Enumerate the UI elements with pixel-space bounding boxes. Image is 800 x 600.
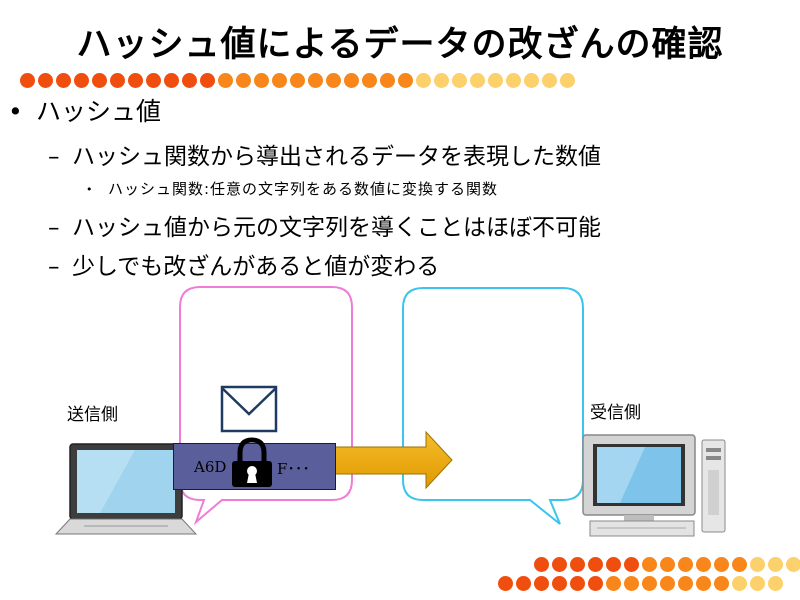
decorative-dot bbox=[768, 576, 783, 591]
decorative-dot bbox=[74, 73, 89, 88]
decorative-dot bbox=[488, 73, 503, 88]
decorative-dot bbox=[452, 73, 467, 88]
decorative-dot bbox=[218, 73, 233, 88]
decorative-dot bbox=[660, 576, 675, 591]
decorative-dot bbox=[678, 576, 693, 591]
decorative-dot bbox=[254, 73, 269, 88]
dash-marker: – bbox=[48, 215, 60, 241]
dash-marker: – bbox=[48, 254, 60, 280]
sender-label: 送信側 bbox=[67, 405, 118, 425]
decorative-dot bbox=[182, 73, 197, 88]
decorative-dot bbox=[434, 73, 449, 88]
bullet-level2-c: –少しでも改ざんがあると値が変わる bbox=[48, 247, 439, 281]
decorative-dot bbox=[236, 73, 251, 88]
decorative-dot bbox=[524, 73, 539, 88]
hash-text-start: A6D bbox=[194, 458, 227, 476]
decorative-dot bbox=[732, 557, 747, 572]
bullet-text-hash-value: ハッシュ値 bbox=[36, 97, 162, 126]
decorative-dot bbox=[642, 576, 657, 591]
decorative-dot bbox=[110, 73, 125, 88]
bullet-level2-b: –ハッシュ値から元の文字列を導くことはほぼ不可能 bbox=[48, 208, 601, 242]
bullet-marker: • bbox=[86, 183, 94, 196]
padlock-icon bbox=[232, 437, 272, 487]
decorative-dot bbox=[570, 576, 585, 591]
bullet-level3: • ハッシュ関数:任意の文字列をある数値に変換する関数 bbox=[86, 178, 498, 199]
decorative-dot bbox=[588, 557, 603, 572]
decorative-dot bbox=[200, 73, 215, 88]
receiver-speech-bubble bbox=[402, 287, 584, 525]
decorative-dot bbox=[606, 557, 621, 572]
decorative-dot bbox=[20, 73, 35, 88]
decorative-dot bbox=[678, 557, 693, 572]
decorative-dot bbox=[534, 576, 549, 591]
decorative-dot bbox=[696, 576, 711, 591]
decorative-dot bbox=[660, 557, 675, 572]
decorative-dot bbox=[624, 557, 639, 572]
receiver-label: 受信側 bbox=[590, 403, 641, 423]
decorative-dot bbox=[56, 73, 71, 88]
decorative-dot bbox=[164, 73, 179, 88]
hash-text-end: F･･･ bbox=[277, 460, 310, 478]
decorative-dot bbox=[380, 73, 395, 88]
bullet-marker: • bbox=[8, 97, 23, 126]
decorative-dot bbox=[272, 73, 287, 88]
decorative-dot bbox=[732, 576, 747, 591]
decorative-dot bbox=[750, 576, 765, 591]
bullet-text-hash-function: ハッシュ関数:任意の文字列をある数値に変換する関数 bbox=[108, 180, 499, 198]
decorative-dot bbox=[696, 557, 711, 572]
decorative-dot bbox=[92, 73, 107, 88]
decorative-dot bbox=[326, 73, 341, 88]
decorative-dots-bottom-row1 bbox=[534, 557, 800, 572]
decorative-dot bbox=[398, 73, 413, 88]
decorative-dot bbox=[362, 73, 377, 88]
decorative-dot bbox=[506, 73, 521, 88]
decorative-dot bbox=[308, 73, 323, 88]
slide-title: ハッシュ値によるデータの改ざんの確認 bbox=[76, 25, 724, 65]
hash-value-box: A6D F･･･ bbox=[173, 437, 336, 490]
bullet-text-tamper-changes: 少しでも改ざんがあると値が変わる bbox=[72, 254, 440, 280]
decorative-dot bbox=[714, 557, 729, 572]
decorative-dot bbox=[516, 576, 531, 591]
decorative-dot bbox=[552, 557, 567, 572]
decorative-dot bbox=[128, 73, 143, 88]
decorative-dot bbox=[552, 576, 567, 591]
decorative-dot bbox=[570, 557, 585, 572]
bullet-level1: • ハッシュ値 bbox=[8, 92, 161, 128]
decorative-dot bbox=[290, 73, 305, 88]
envelope-icon bbox=[220, 385, 278, 433]
desktop-computer-icon bbox=[582, 434, 726, 537]
decorative-dot bbox=[344, 73, 359, 88]
decorative-dot bbox=[768, 557, 783, 572]
laptop-icon bbox=[54, 443, 198, 535]
decorative-dots-bottom-row2 bbox=[498, 576, 783, 591]
decorative-dot bbox=[470, 73, 485, 88]
decorative-dot bbox=[498, 576, 513, 591]
decorative-dot bbox=[606, 576, 621, 591]
decorative-dot bbox=[146, 73, 161, 88]
decorative-dot bbox=[416, 73, 431, 88]
decorative-dot bbox=[714, 576, 729, 591]
decorative-dot bbox=[624, 576, 639, 591]
dash-marker: – bbox=[48, 144, 60, 170]
bullet-level2-a: –ハッシュ関数から導出されるデータを表現した数値 bbox=[48, 137, 601, 171]
decorative-dot bbox=[588, 576, 603, 591]
bullet-text-hash-definition: ハッシュ関数から導出されるデータを表現した数値 bbox=[72, 144, 601, 170]
decorative-dot bbox=[534, 557, 549, 572]
decorative-dots-top bbox=[20, 73, 575, 88]
decorative-dot bbox=[38, 73, 53, 88]
decorative-dot bbox=[750, 557, 765, 572]
decorative-dot bbox=[642, 557, 657, 572]
decorative-dot bbox=[786, 557, 800, 572]
decorative-dot bbox=[560, 73, 575, 88]
decorative-dot bbox=[542, 73, 557, 88]
bullet-text-irreversible: ハッシュ値から元の文字列を導くことはほぼ不可能 bbox=[72, 215, 601, 241]
